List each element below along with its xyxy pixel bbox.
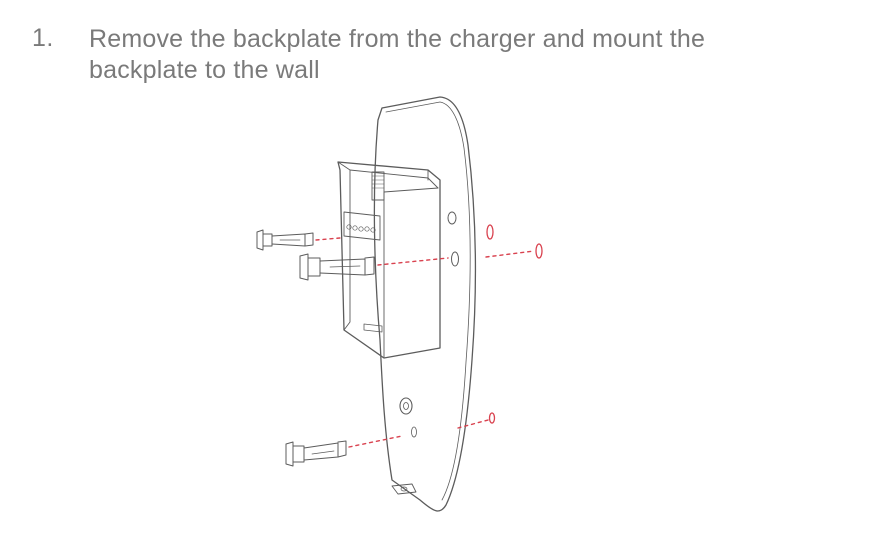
mounting-box [337, 161, 441, 359]
wall-marker-3 [488, 412, 496, 424]
alignment-guides [315, 237, 535, 448]
wall-marker-1 [486, 224, 494, 240]
step-text: Remove the backplate from the charger an… [89, 25, 706, 84]
wall-marker-2 [535, 243, 543, 259]
backplate-outline [373, 96, 477, 512]
step-number: 1. [32, 24, 54, 52]
anchor-bolt-bottom [285, 440, 347, 467]
anchor-bolt-top [256, 229, 314, 251]
anchor-bolt-middle [299, 253, 375, 281]
